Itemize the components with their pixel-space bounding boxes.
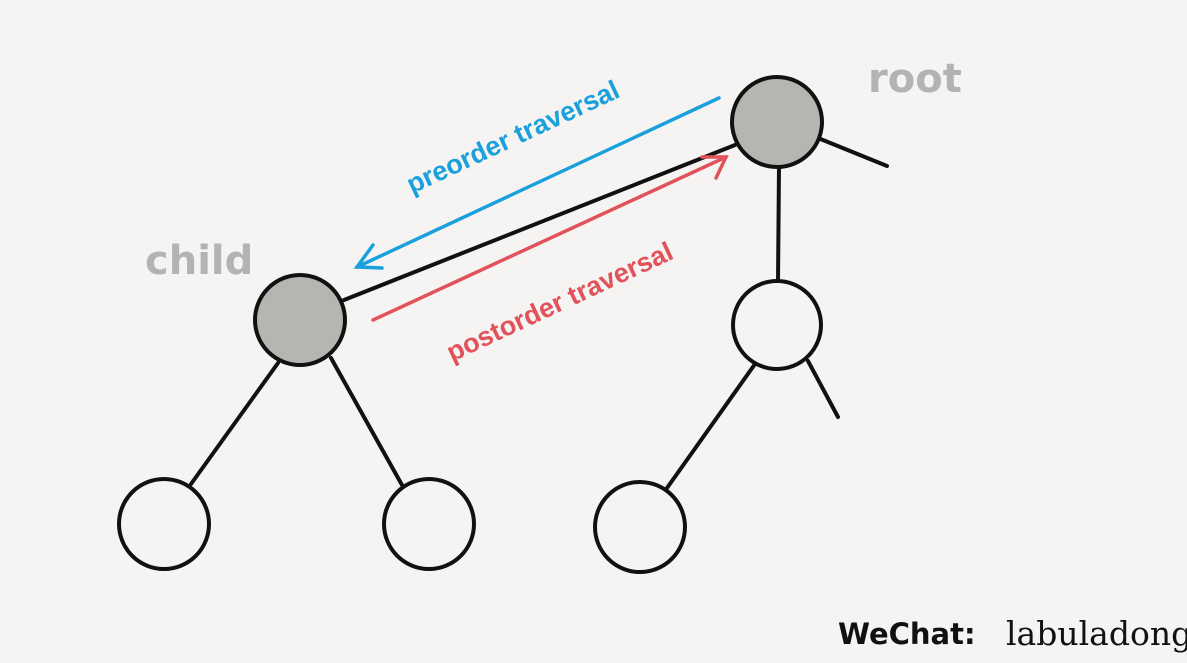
root-label: root: [868, 56, 962, 102]
postorder-arrow: [371, 155, 729, 322]
edge-root-rootleft: [776, 164, 781, 284]
preorder-label: preorder traversal: [402, 75, 624, 200]
edge-root-right-stub: [816, 136, 889, 168]
edge-rootleft-right-stub: [806, 359, 840, 419]
child-label: child: [145, 238, 253, 284]
postorder-label: postorder traversal: [442, 236, 678, 367]
watermark-prefix: WeChat:: [838, 617, 976, 651]
edge-rootleft-leaf: [665, 362, 757, 490]
preorder-arrow: [353, 96, 721, 270]
edge-child-rightleaf: [329, 356, 404, 487]
edge-child-leftleaf: [189, 361, 280, 486]
child-node: [253, 273, 347, 367]
child-right-leaf-node: [382, 477, 476, 571]
edge-root-child: [342, 143, 737, 302]
root-left-leaf-node: [593, 480, 687, 574]
watermark-name: labuladong: [1006, 614, 1187, 653]
root-node: [730, 75, 824, 169]
root-left-node: [731, 279, 823, 371]
child-left-leaf-node: [117, 477, 211, 571]
